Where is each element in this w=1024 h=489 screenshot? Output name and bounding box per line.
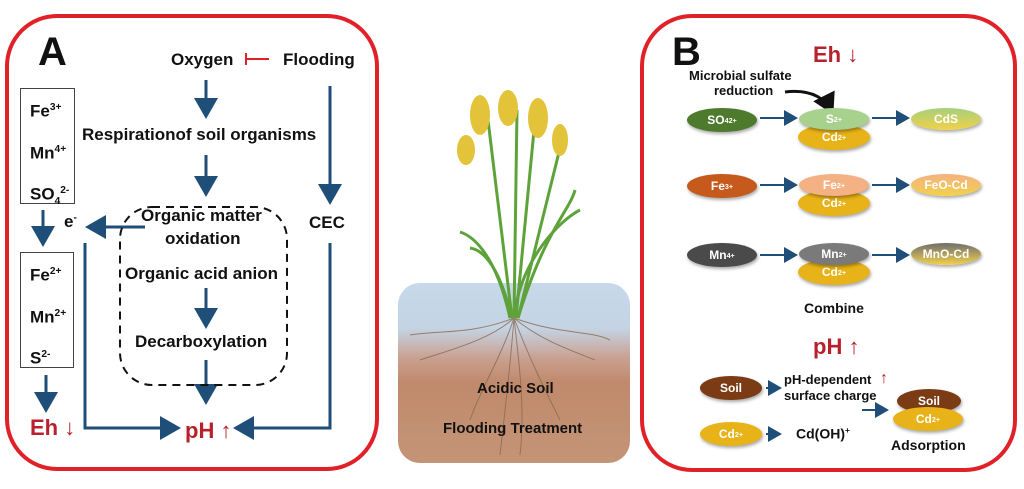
adsorption-label: Adsorption [891,437,966,453]
ph-increase-label-b: pH ↑ [813,334,860,359]
ellipse-soil: Soil [700,376,762,400]
om-oxidation-label-2: oxidation [165,229,241,248]
microbial-label-1: Microbial sulfate [689,68,792,83]
species-fe2: Fe2+ [30,265,62,285]
flooding-treatment-label: Flooding Treatment [443,420,583,437]
oxidized-species-box: Fe3+ Mn4+ SO42- [20,88,75,207]
panel-b-frame [640,14,1017,472]
ellipse-feocd: FeO-Cd [911,174,981,196]
combine-label: Combine [804,300,864,316]
organic-acid-label: Organic acid anion [125,264,279,283]
surface-charge-label-1: pH-dependent [784,372,872,387]
species-mn2: Mn2+ [30,307,67,327]
surface-charge-up-arrow-icon: ↑ [880,370,888,387]
species-s2: S2- [30,348,51,368]
reduced-species-box: Fe2+ Mn2+ S2- [20,252,74,368]
up-arrow-icon: ↑ [848,334,860,359]
rice-grains-icon [457,90,568,165]
ellipse-mnocd: MnO-Cd [911,243,981,265]
panel-b-label: B [672,30,701,74]
panel-a-frame [5,14,379,471]
cec-label: CEC [309,213,345,232]
eh-decrease-label-b: Eh ↓ [813,42,859,67]
cdoh-label: Cd(OH)+ [796,425,850,442]
decarboxylation-label: Decarboxylation [135,332,268,351]
ellipse-cds: CdS [911,108,981,130]
down-arrow-icon: ↓ [64,415,76,440]
ph-increase-label-a: pH ↑ [185,418,232,443]
species-so4: SO42- [30,184,70,208]
acidic-soil-label: Acidic Soil [477,380,554,397]
species-fe3: Fe3+ [30,101,62,121]
down-arrow-icon: ↓ [847,42,859,67]
electron-label: e- [64,212,77,231]
om-oxidation-label-1: Organic matter [141,206,262,225]
panel-a-label: A [38,30,67,74]
species-mn4: Mn4+ [30,143,67,163]
up-arrow-icon: ↑ [220,418,232,443]
flooding-label: Flooding [283,50,355,69]
eh-decrease-label-a: Eh ↓ [30,415,76,440]
surface-charge-label-2: surface charge [784,388,877,403]
respiration-label: Respirationof soil organisms [82,125,317,144]
oxygen-label: Oxygen [171,50,234,69]
microbial-label-2: reduction [714,83,774,98]
